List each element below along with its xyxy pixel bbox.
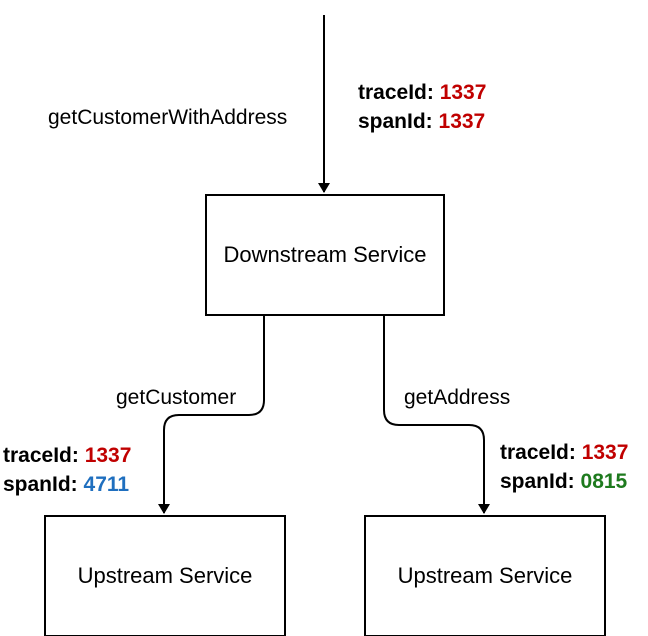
trace-id-line: traceId: 1337	[3, 441, 131, 470]
downstream-service-label: Downstream Service	[223, 242, 427, 267]
incoming-edge-label: getCustomerWithAddress	[48, 106, 288, 129]
trace-id-line: traceId: 1337	[358, 78, 486, 107]
trace-id-line: traceId: 1337	[500, 438, 628, 467]
span-id-line: spanId: 0815	[500, 467, 628, 496]
trace-id-value: 1337	[581, 441, 629, 464]
trace-id-key: traceId:	[500, 441, 576, 464]
trace-id-value: 1337	[439, 81, 487, 104]
upstream-service-left-node: Upstream Service	[44, 515, 286, 636]
left-edge-label: getCustomer	[116, 386, 237, 409]
upstream-service-right-node: Upstream Service	[364, 515, 606, 636]
incoming-trace-annotation: traceId: 1337 spanId: 1337	[358, 78, 486, 136]
downstream-to-left-arrow	[158, 315, 265, 514]
trace-id-key: traceId:	[358, 81, 434, 104]
span-id-value: 0815	[580, 470, 628, 493]
span-id-key: spanId:	[3, 473, 78, 496]
upstream-service-right-label: Upstream Service	[397, 563, 573, 588]
left-trace-annotation: traceId: 1337 spanId: 4711	[3, 441, 131, 499]
span-id-value: 4711	[83, 473, 130, 496]
span-id-value: 1337	[438, 110, 486, 133]
trace-id-key: traceId:	[3, 444, 79, 467]
downstream-service-node: Downstream Service	[205, 194, 445, 316]
right-trace-annotation: traceId: 1337 spanId: 0815	[500, 438, 628, 496]
right-edge-label: getAddress	[404, 386, 511, 409]
span-id-key: spanId:	[500, 470, 575, 493]
span-id-line: spanId: 1337	[358, 107, 486, 136]
trace-id-value: 1337	[84, 444, 132, 467]
downstream-to-right-arrow	[383, 315, 490, 514]
span-id-line: spanId: 4711	[3, 470, 131, 499]
upstream-service-left-label: Upstream Service	[77, 563, 253, 588]
span-id-key: spanId:	[358, 110, 433, 133]
